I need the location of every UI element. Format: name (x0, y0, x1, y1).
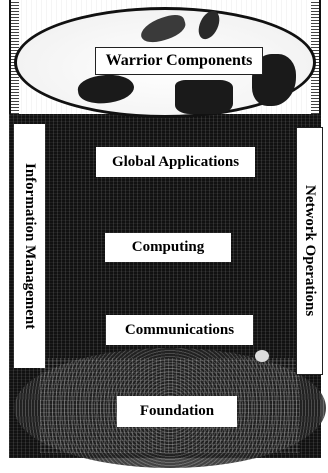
foundation-label: Foundation (117, 396, 237, 427)
small-marker (255, 350, 269, 362)
communications-label: Communications (106, 315, 253, 345)
information-management-label: Information Management (14, 124, 45, 368)
global-applications-label: Global Applications (96, 147, 255, 177)
ship-icon (175, 80, 233, 114)
warrior-components-label: Warrior Components (95, 47, 263, 75)
network-operations-label: Network Operations (296, 127, 323, 375)
computing-label: Computing (105, 233, 231, 262)
